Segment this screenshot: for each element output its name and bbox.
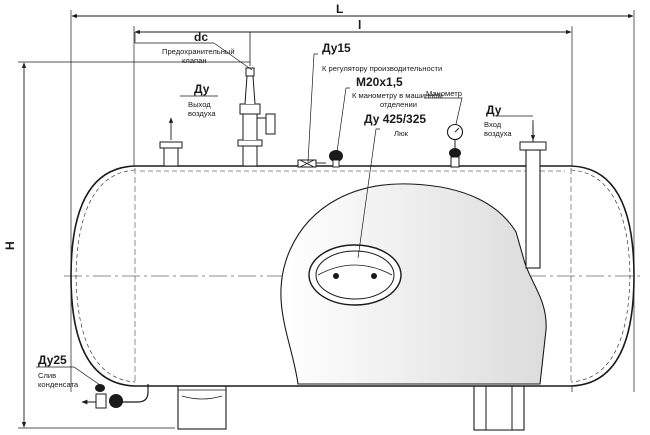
drain-assembly: [81, 384, 149, 409]
leader-safety-valve: [134, 32, 214, 44]
gauge-thread-label: М20х1,5: [356, 75, 403, 89]
dim-l-label: l: [358, 18, 361, 32]
leader-regulator: [307, 53, 318, 163]
left-support: [177, 382, 227, 430]
manhole: [308, 244, 402, 306]
gauge-connection: [329, 150, 343, 168]
dim-H-label: H: [3, 241, 17, 250]
air-outlet-size-label: Ду: [194, 82, 210, 96]
leader-drain: [36, 366, 101, 386]
regulator-fitting: [297, 159, 326, 168]
leader-manometer: [424, 97, 463, 125]
cutaway-region: [280, 183, 547, 385]
safety-valve: [237, 32, 276, 167]
manhole-size-label: Ду 425/325: [364, 112, 426, 126]
regulator-size-label: Ду15: [322, 41, 351, 55]
manometer-label: Манометр: [426, 89, 462, 98]
manometer: [446, 123, 464, 168]
leader-manhole: [357, 128, 380, 259]
manhole-label: Люк: [394, 129, 409, 138]
inlet-pipe: [519, 120, 547, 269]
drain-size-label: Ду25: [38, 353, 67, 367]
safety-valve-size-label: dc: [194, 30, 208, 44]
regulator-label: К регулятору производительности: [322, 64, 442, 73]
air-outlet-nozzle: [159, 117, 183, 167]
leader-gauge-thread: [336, 87, 350, 153]
dim-L-label: L: [336, 2, 343, 16]
air-inlet-size-label: Ду: [486, 103, 502, 117]
